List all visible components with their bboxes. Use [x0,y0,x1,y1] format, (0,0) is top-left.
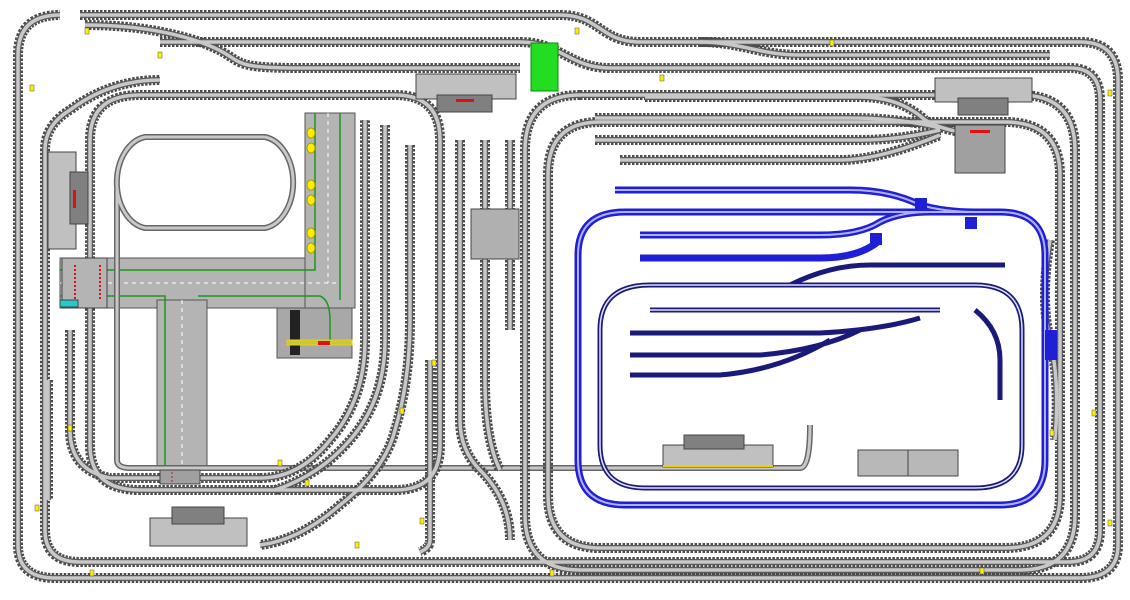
gray-track [84,23,1050,70]
signal-icon [829,39,835,47]
signal-icon [354,541,360,549]
signal-icon [1091,409,1097,417]
gray-track [523,93,1077,572]
signal-icon [89,569,95,577]
signal-icon [1107,519,1113,527]
level-crossing [470,208,520,260]
station-building [149,506,248,547]
gray-track [483,140,502,471]
signal-icon [29,84,35,92]
gray-track [259,145,412,547]
signal-icon [979,567,985,575]
gray-track [546,120,1062,550]
parking-slots [306,127,316,254]
signal-icon [34,504,40,512]
signal-icon [431,359,437,367]
gray-track [88,93,442,492]
gray-track [16,13,1120,580]
station-building [662,434,774,468]
signal-icon [84,27,90,35]
gray-track [458,140,512,541]
signal-icon [574,27,580,35]
buildings [47,42,1033,547]
gray-track [68,120,367,480]
road-area [59,112,356,471]
signal-icon [67,424,73,432]
signals [29,27,1113,577]
gray-track [620,133,941,162]
signal-icon [1107,89,1113,97]
signal-icon [399,407,405,415]
signal-icon [277,459,283,467]
station-building [934,77,1033,174]
signal-icon [549,569,555,577]
green-baseplate [530,42,559,92]
signal-icon [157,51,163,59]
signal-icon [659,74,665,82]
gray-track [419,360,432,554]
station-building [415,73,517,113]
gray-track [43,40,1102,564]
gray-track [595,128,941,142]
station-building [47,151,89,250]
signal-icon [1049,429,1055,437]
blue-track-network [574,186,1057,509]
monorail-track [113,134,813,471]
gray-track [274,125,387,492]
signal-icon [419,517,425,525]
signal-icon [304,479,310,487]
gray-track [595,116,941,130]
